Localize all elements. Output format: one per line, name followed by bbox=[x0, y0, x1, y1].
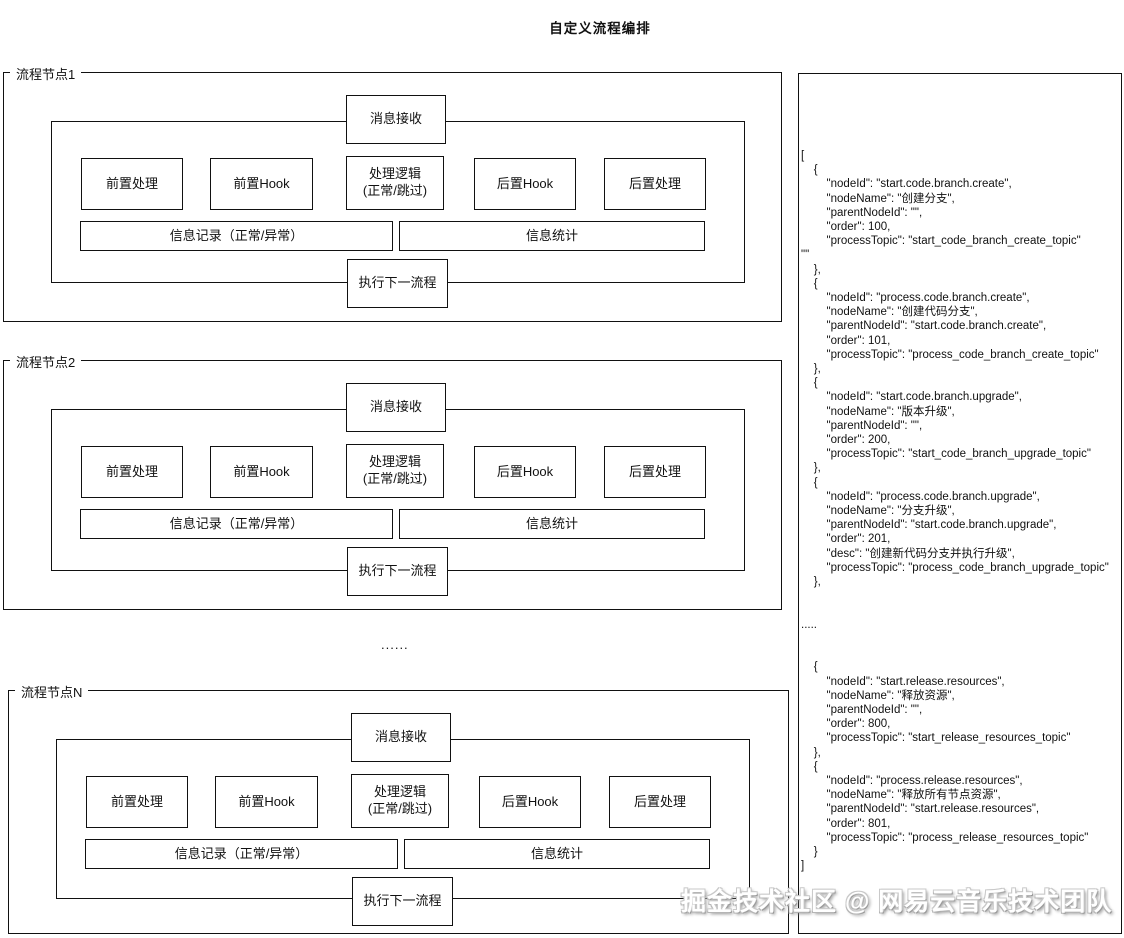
box-next-flow: 执行下一流程 bbox=[347, 547, 448, 596]
box-info-stats: 信息统计 bbox=[399, 221, 705, 251]
flow-node-2: 流程节点2 消息接收 前置处理 前置Hook 处理逻辑 (正常/跳过) 后置Ho… bbox=[3, 352, 782, 610]
box-pre-hook: 前置Hook bbox=[215, 776, 318, 828]
flow-node-n: 流程节点N 消息接收 前置处理 前置Hook 处理逻辑 (正常/跳过) 后置Ho… bbox=[8, 682, 789, 934]
box-pre-process: 前置处理 bbox=[81, 446, 183, 498]
box-process-logic: 处理逻辑 (正常/跳过) bbox=[346, 444, 444, 498]
json-config-code: [ { "nodeId": "start.code.branch.create"… bbox=[801, 150, 1109, 873]
page-title: 自定义流程编排 bbox=[549, 21, 651, 36]
box-message-receive: 消息接收 bbox=[346, 95, 446, 144]
box-info-record: 信息记录（正常/异常） bbox=[80, 221, 393, 251]
box-info-stats: 信息统计 bbox=[404, 839, 710, 869]
watermark: 掘金技术社区 @ 网易云音乐技术团队 bbox=[681, 888, 1113, 916]
box-message-receive: 消息接收 bbox=[351, 713, 451, 762]
box-pre-process: 前置处理 bbox=[86, 776, 188, 828]
box-info-record: 信息记录（正常/异常） bbox=[85, 839, 398, 869]
box-post-process: 后置处理 bbox=[604, 446, 706, 498]
box-post-process: 后置处理 bbox=[609, 776, 711, 828]
box-next-flow: 执行下一流程 bbox=[352, 877, 453, 926]
json-config-panel: [ { "nodeId": "start.code.branch.create"… bbox=[798, 73, 1122, 934]
box-pre-hook: 前置Hook bbox=[210, 158, 313, 210]
box-post-hook: 后置Hook bbox=[474, 446, 576, 498]
flow-node-label: 流程节点N bbox=[15, 682, 89, 701]
flow-node-1: 流程节点1 消息接收 前置处理 前置Hook 处理逻辑 (正常/跳过) 后置Ho… bbox=[3, 64, 782, 322]
box-message-receive: 消息接收 bbox=[346, 383, 446, 432]
flow-node-label: 流程节点1 bbox=[10, 64, 82, 83]
box-info-stats: 信息统计 bbox=[399, 509, 705, 539]
box-post-hook: 后置Hook bbox=[479, 776, 581, 828]
box-post-hook: 后置Hook bbox=[474, 158, 576, 210]
box-process-logic: 处理逻辑 (正常/跳过) bbox=[351, 774, 449, 828]
box-process-logic: 处理逻辑 (正常/跳过) bbox=[346, 156, 444, 210]
box-pre-process: 前置处理 bbox=[81, 158, 183, 210]
box-info-record: 信息记录（正常/异常） bbox=[80, 509, 393, 539]
flow-node-label: 流程节点2 bbox=[10, 352, 82, 371]
box-post-process: 后置处理 bbox=[604, 158, 706, 210]
box-next-flow: 执行下一流程 bbox=[347, 259, 448, 308]
nodes-ellipsis: ...... bbox=[381, 637, 409, 652]
box-pre-hook: 前置Hook bbox=[210, 446, 313, 498]
